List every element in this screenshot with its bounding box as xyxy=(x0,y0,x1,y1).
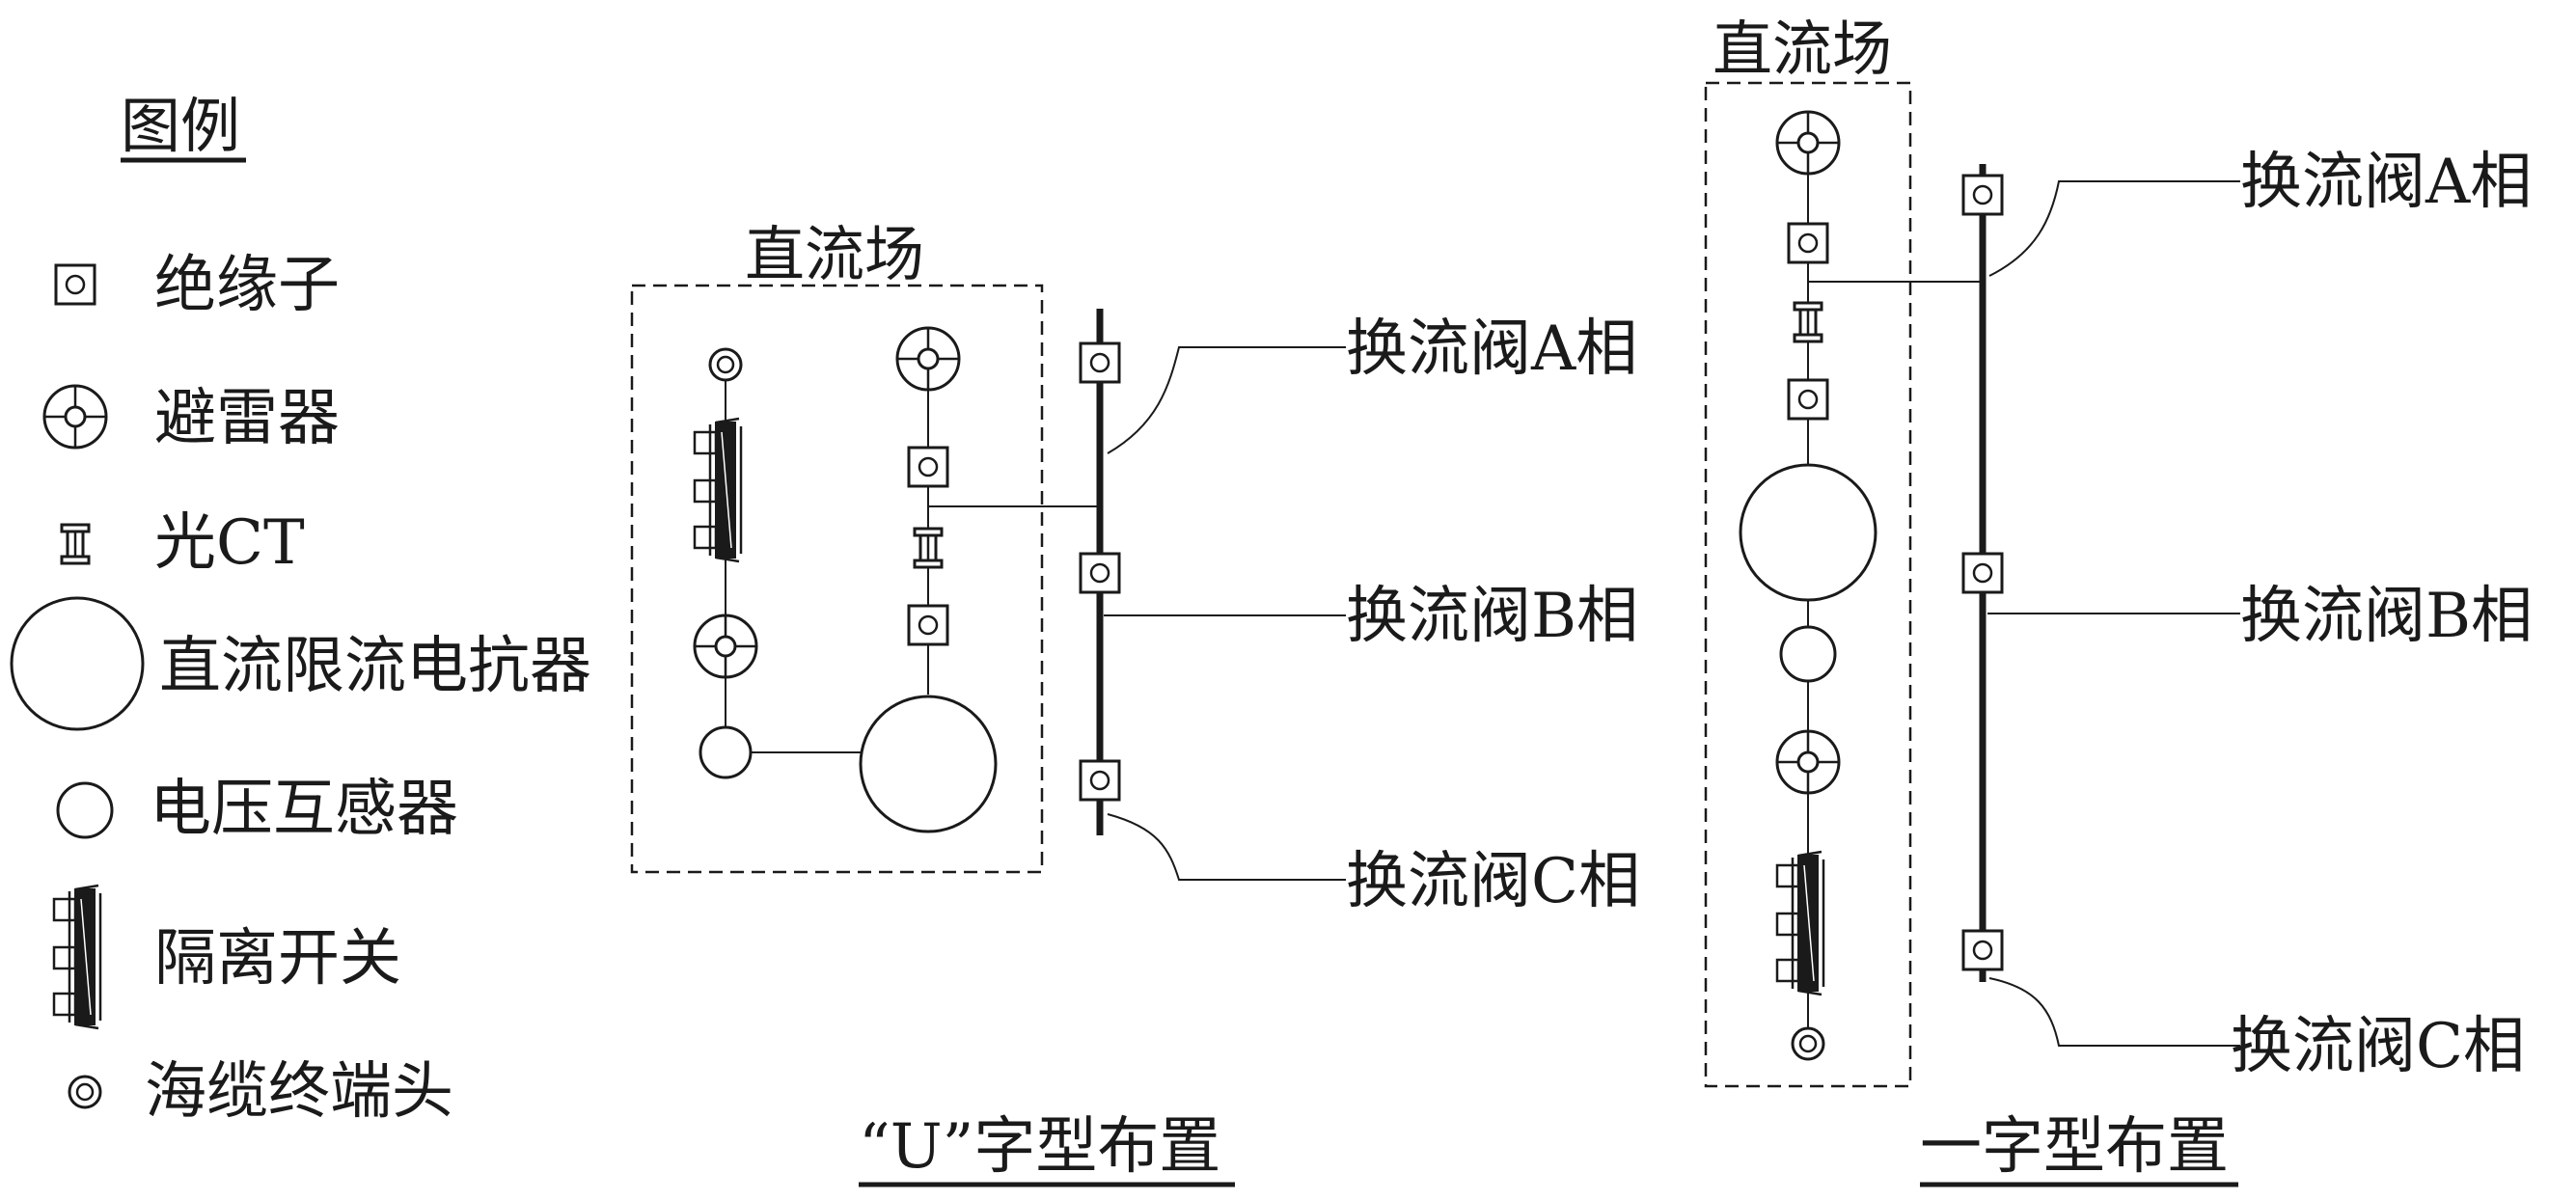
straight-layout-diagram: 直流场 换流阀A相 换流阀B相 换流阀C相 一字型布置 xyxy=(1704,14,2533,1187)
insulator-icon xyxy=(1961,174,2004,216)
insulator-icon xyxy=(1787,378,1829,421)
dc-current-limiting-reactor-icon xyxy=(1739,463,1877,602)
legend-label-surge-arrester: 避雷器 xyxy=(154,383,340,454)
straight-leader-a xyxy=(1988,180,2240,277)
insulator-icon xyxy=(1079,759,1121,802)
u-phase-a-label: 换流阀A相 xyxy=(1346,314,1637,385)
legend-label-voltage-transformer: 电压互感器 xyxy=(150,774,458,845)
u-leader-c xyxy=(1107,813,1346,881)
straight-leader-c xyxy=(1988,977,2240,1047)
legend-label-disconnect-switch: 隔离开关 xyxy=(154,923,401,995)
u-yard-label: 直流场 xyxy=(745,219,924,289)
dc-current-limiting-reactor-icon xyxy=(859,695,998,833)
u-dc-yard-boundary xyxy=(630,284,1044,874)
u-layout-diagram: 直流场 换流阀A相 换流阀B相 换流阀C相 “U”字型布置 xyxy=(630,219,1640,1187)
optical-ct-icon xyxy=(1793,301,1823,343)
straight-phase-a-label: 换流阀A相 xyxy=(2240,147,2532,218)
legend-title: 图例 xyxy=(121,91,240,161)
legend: 图例 绝缘子 避雷器 光CT 直流限流电抗器 电压互感器 隔离开关 海缆终端头 xyxy=(10,91,591,1128)
straight-layout-caption: 一字型布置 xyxy=(1920,1111,2229,1183)
insulator-icon xyxy=(1079,552,1121,594)
insulator-icon xyxy=(1787,222,1829,264)
cable-termination-icon xyxy=(68,1075,102,1109)
straight-phase-b-label: 换流阀B相 xyxy=(2240,581,2533,652)
dc-current-limiting-reactor-icon xyxy=(10,596,145,731)
voltage-transformer-icon xyxy=(1779,625,1837,683)
straight-phase-c-label: 换流阀C相 xyxy=(2231,1011,2525,1082)
optical-ct-icon xyxy=(60,523,91,565)
u-phase-b-label: 换流阀B相 xyxy=(1346,581,1638,652)
cable-termination-icon xyxy=(1791,1026,1825,1061)
legend-label-insulator: 绝缘子 xyxy=(154,250,340,321)
insulator-icon xyxy=(1079,341,1121,384)
u-phase-c-label: 换流阀C相 xyxy=(1346,846,1640,917)
disconnect-switch-icon xyxy=(52,884,102,1030)
u-layout-caption: “U”字型布置 xyxy=(859,1111,1220,1183)
insulator-icon xyxy=(54,263,96,306)
insulator-icon xyxy=(907,604,949,646)
optical-ct-icon xyxy=(913,527,944,569)
surge-arrester-icon xyxy=(895,326,961,392)
legend-label-cable-termination: 海缆终端头 xyxy=(145,1056,453,1128)
surge-arrester-icon xyxy=(1775,110,1841,176)
legend-label-optical-ct: 光CT xyxy=(154,507,305,579)
disconnect-switch-icon xyxy=(1775,850,1825,996)
straight-yard-label: 直流场 xyxy=(1713,14,1892,84)
insulator-icon xyxy=(907,446,949,488)
legend-label-dc-reactor: 直流限流电抗器 xyxy=(159,631,591,702)
insulator-icon xyxy=(1961,552,2004,594)
insulator-icon xyxy=(1961,929,2004,971)
voltage-transformer-icon xyxy=(56,781,114,839)
disconnect-switch-icon xyxy=(693,417,743,563)
voltage-transformer-icon xyxy=(699,725,753,779)
u-leader-a xyxy=(1107,346,1346,454)
straight-dc-yard-boundary xyxy=(1704,81,1912,1088)
cable-termination-icon xyxy=(708,347,743,382)
surge-arrester-icon xyxy=(693,614,758,679)
surge-arrester-icon xyxy=(1775,729,1841,795)
surge-arrester-icon xyxy=(42,384,108,450)
